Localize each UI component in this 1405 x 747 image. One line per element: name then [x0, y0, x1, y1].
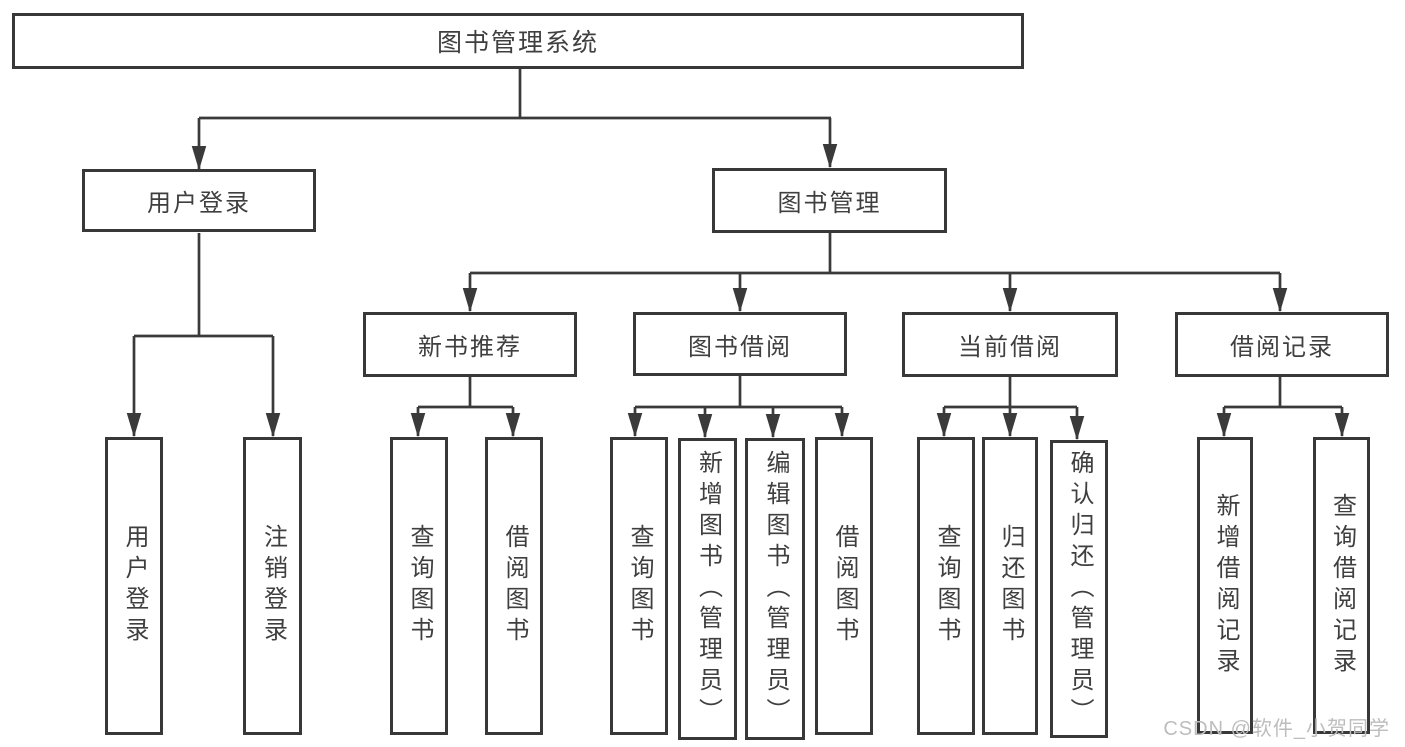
edge-current-borrow-children	[936, 377, 1085, 441]
edge-new-book-recommend-children	[410, 377, 521, 438]
node-current-borrow: 当前借阅	[902, 312, 1118, 377]
node-new-book-recommend: 新书推荐	[363, 312, 577, 377]
leaf-cb-confirm-return-admin: 确认归还（管理员）	[1050, 440, 1108, 738]
csdn-watermark: CSDN @软件_小贺同学	[1163, 718, 1390, 740]
node-label: 查询借阅记录	[1328, 492, 1356, 679]
edge-root-to-level2	[191, 69, 838, 171]
node-label: 当前借阅	[958, 334, 1062, 361]
node-label: 新增借阅记录	[1212, 492, 1239, 679]
node-user-login: 用户登录	[82, 169, 316, 232]
edge-book-borrow-children	[627, 376, 850, 439]
node-label: 查询图书	[406, 524, 433, 648]
leaf-user-login: 用户登录	[105, 437, 163, 735]
node-label: 借阅记录	[1230, 334, 1334, 361]
leaf-cb-return-books: 归还图书	[982, 437, 1038, 735]
node-label: 用户登录	[121, 524, 148, 648]
leaf-logout: 注销登录	[243, 437, 302, 735]
node-label: 借阅图书	[501, 524, 528, 648]
node-label: 用户登录	[147, 190, 251, 217]
leaf-nbr-borrow-books: 借阅图书	[485, 437, 543, 735]
leaf-bb-borrow-books: 借阅图书	[815, 437, 873, 735]
node-label: 新增图书（管理员）	[694, 449, 722, 729]
node-label: 查询图书	[933, 524, 960, 648]
leaf-bb-edit-books-admin: 编辑图书（管理员）	[745, 438, 805, 740]
node-label: 归还图书	[997, 524, 1024, 648]
leaf-cb-query-books: 查询图书	[917, 437, 975, 735]
edge-book-management-children	[462, 233, 1288, 313]
edge-user-login-children	[126, 233, 281, 438]
node-label: 新书推荐	[418, 334, 522, 361]
leaf-br-query-record: 查询借阅记录	[1313, 437, 1370, 734]
node-label: 注销登录	[259, 524, 287, 648]
leaf-bb-add-books-admin: 新增图书（管理员）	[678, 438, 737, 740]
node-label: 借阅图书	[831, 524, 858, 648]
node-root-library-system: 图书管理系统	[12, 13, 1024, 69]
leaf-br-add-record: 新增借阅记录	[1197, 437, 1253, 734]
leaf-bb-query-books: 查询图书	[610, 437, 668, 735]
node-borrow-records: 借阅记录	[1175, 312, 1389, 377]
node-book-borrow: 图书借阅	[633, 312, 847, 376]
node-label: 确认归还（管理员）	[1066, 449, 1093, 729]
node-label: 编辑图书（管理员）	[762, 449, 789, 729]
node-label: 图书借阅	[688, 333, 792, 361]
node-label: 图书管理系统	[436, 29, 599, 57]
leaf-nbr-query-books: 查询图书	[390, 437, 448, 735]
node-label: 查询图书	[626, 524, 653, 648]
edge-borrow-records-children	[1216, 377, 1350, 438]
node-book-management: 图书管理	[712, 168, 947, 233]
node-label: 图书管理	[777, 190, 882, 217]
